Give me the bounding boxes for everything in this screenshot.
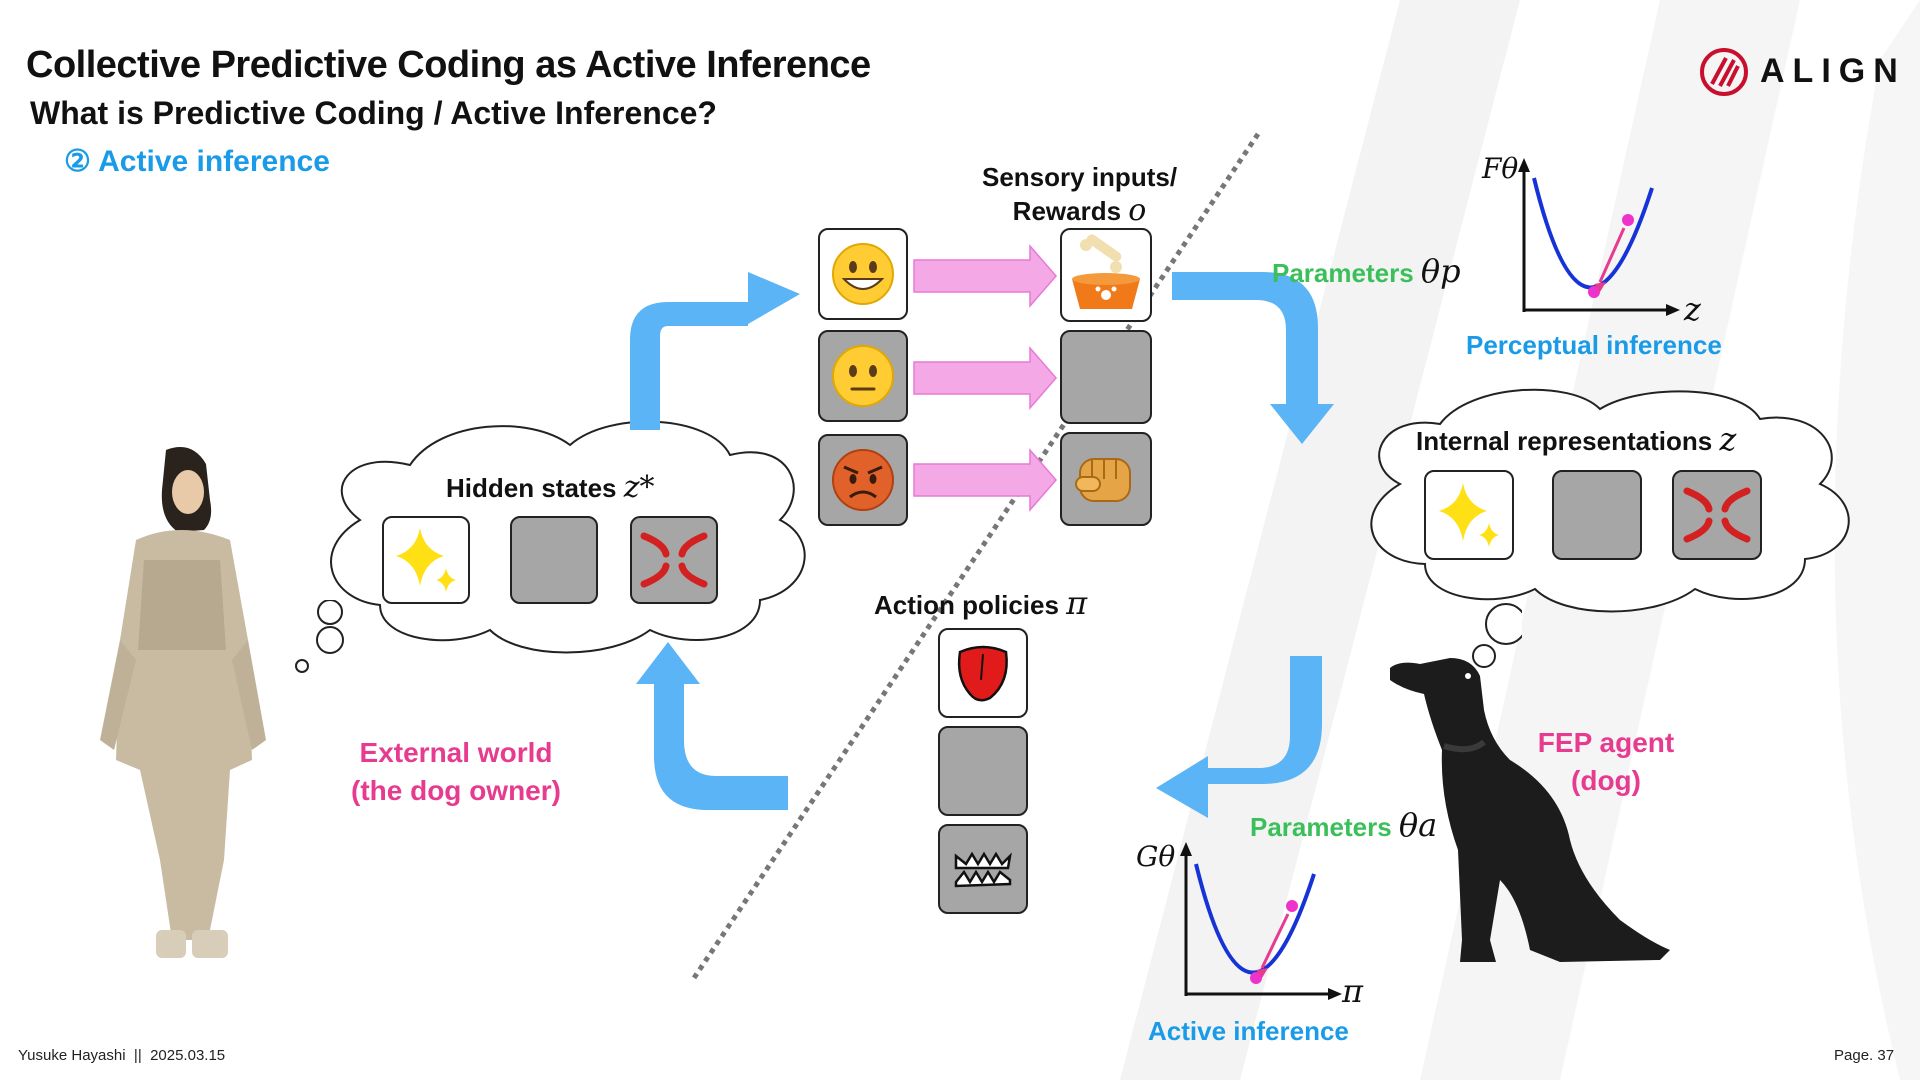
internal-symbol: z — [1719, 420, 1737, 458]
active-x-label: π — [1342, 972, 1364, 1010]
fist-icon — [1075, 458, 1131, 502]
arrow-world-to-faces — [630, 272, 800, 430]
perceptual-inference-graph — [1518, 158, 1680, 316]
arrow-sensory-to-internal — [1172, 272, 1334, 444]
active-y-label: Gθ — [1136, 840, 1176, 873]
footer-author: Yusuke Hayashi — [18, 1047, 126, 1064]
perceptual-x-label: z — [1684, 290, 1701, 328]
logo-text: ALIGN — [1760, 52, 1906, 90]
face-tile-happy — [818, 228, 908, 320]
neutral-face-icon — [832, 345, 894, 407]
action-tile-teeth — [938, 824, 1028, 914]
arrow-actions-to-world — [636, 642, 788, 810]
sensory-symbol: o — [1128, 193, 1147, 228]
align-logo-icon — [1700, 48, 1748, 96]
hidden-states-symbol: z* — [623, 470, 655, 505]
parameters-p-symbol: θp — [1420, 252, 1461, 290]
hidden-tile-sparkle — [382, 516, 470, 604]
hidden-tile-anger — [630, 516, 718, 604]
internal-representations-label: Internal representations z — [1416, 420, 1737, 458]
teeth-icon — [954, 851, 1012, 888]
dog-food-bowl-icon — [1072, 234, 1140, 309]
grinning-face-icon — [832, 243, 894, 305]
dog-thought-bubbles — [1472, 603, 1522, 668]
arrow-internal-to-actions — [1156, 656, 1322, 818]
parameters-a-label: Parameters θa — [1250, 806, 1438, 844]
external-world-label: External world (the dog owner) — [351, 737, 561, 806]
parameters-a-symbol: θa — [1398, 806, 1438, 844]
action-policies-label: Action policies π — [874, 584, 1088, 622]
page-number: Page. 37 — [1834, 1047, 1895, 1064]
internal-tile-sparkle — [1424, 470, 1514, 560]
action-tile-empty — [938, 726, 1028, 816]
section-heading: ② Active inference — [64, 145, 330, 178]
footer-byline: Yusuke Hayashi || 2025.03.15 — [18, 1047, 225, 1064]
perceptual-y-label: Fθ — [1482, 152, 1519, 185]
parameters-p-label: Parameters θp — [1272, 252, 1461, 290]
perceptual-inference-label: Perceptual inference — [1466, 330, 1722, 360]
fep-agent-label: FEP agent (dog) — [1537, 727, 1675, 796]
internal-tile-anger — [1672, 470, 1762, 560]
footer-date: 2025.03.15 — [150, 1047, 226, 1064]
hidden-states-label: Hidden states z* — [446, 470, 655, 505]
anger-symbol-icon — [1683, 487, 1751, 543]
active-inference-label: Active inference — [1148, 1016, 1349, 1046]
active-inference-graph — [1180, 842, 1342, 1000]
anger-symbol-icon — [640, 532, 708, 588]
footer-separator: || — [133, 1047, 142, 1064]
tongue-icon — [957, 645, 1008, 702]
dog-owner-figure — [100, 447, 266, 958]
sensory-inputs-label: Sensory inputs/ Rewards o — [982, 162, 1178, 228]
pink-arrow-2 — [913, 345, 1057, 411]
face-tile-angry — [818, 434, 908, 526]
page-subtitle: What is Predictive Coding / Active Infer… — [30, 95, 717, 131]
action-tile-tongue — [938, 628, 1028, 718]
page-title: Collective Predictive Coding as Active I… — [26, 44, 871, 86]
angry-face-icon — [832, 449, 894, 511]
sparkle-icon — [1439, 483, 1499, 547]
pink-arrow-1 — [913, 243, 1057, 309]
thought-bubble-small — [317, 600, 343, 625]
sparkle-icon — [396, 528, 456, 592]
sensory-tile-food — [1060, 228, 1152, 322]
internal-tile-empty — [1552, 470, 1642, 560]
pink-arrow-3 — [913, 447, 1057, 513]
sensory-tile-empty — [1060, 330, 1152, 424]
hidden-tile-empty — [510, 516, 598, 604]
dog-figure — [1390, 658, 1670, 962]
sensory-tile-fist — [1060, 432, 1152, 526]
face-tile-neutral — [818, 330, 908, 422]
action-symbol: π — [1066, 584, 1088, 622]
